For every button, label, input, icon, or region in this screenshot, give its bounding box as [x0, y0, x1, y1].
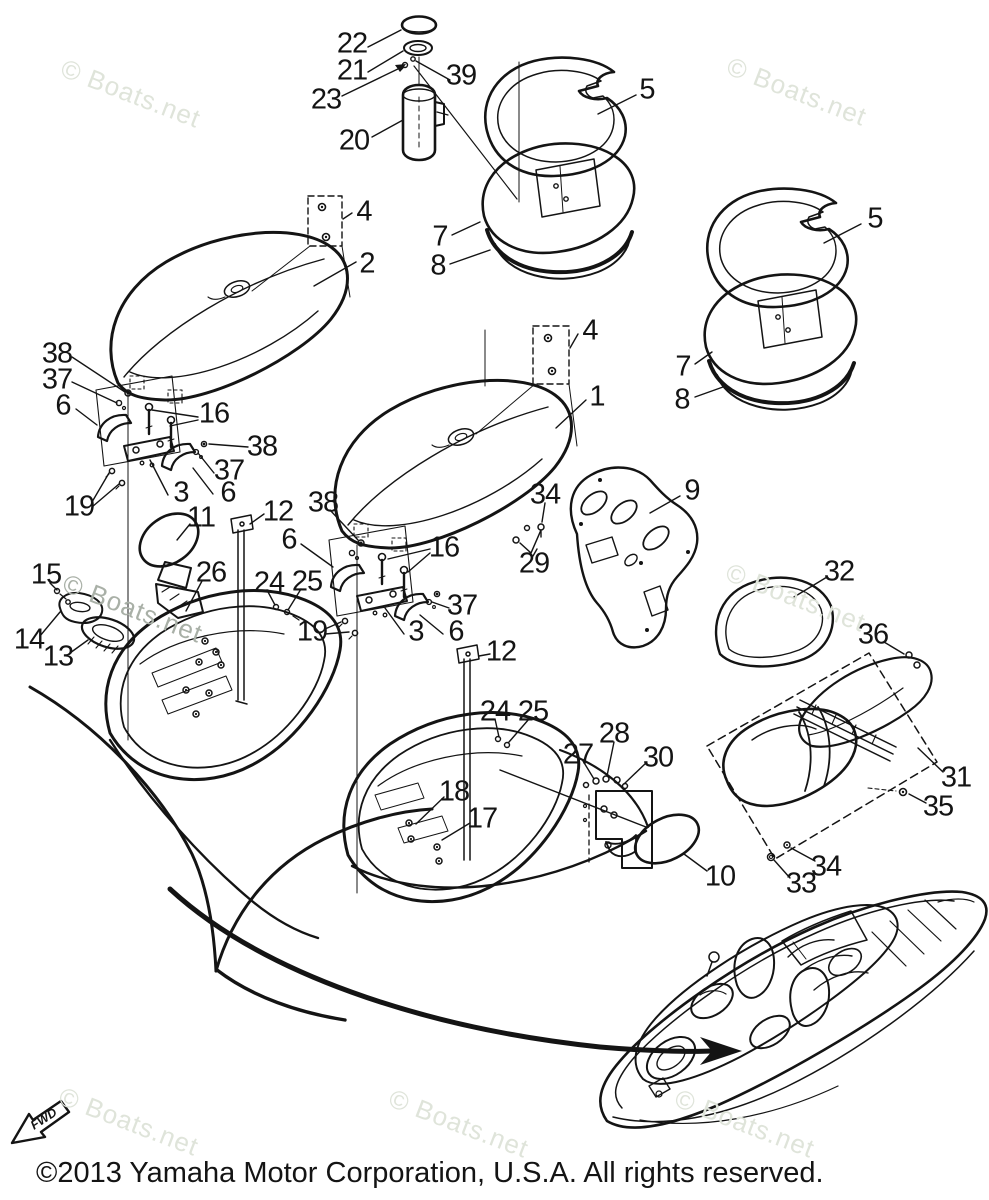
callout-11: 11: [186, 501, 216, 534]
callout-14: 14: [13, 623, 45, 656]
seat-base-right: [342, 711, 629, 904]
hinge-cluster-left: [94, 374, 208, 491]
callout-7: 7: [432, 220, 448, 253]
callout-21: 21: [336, 54, 368, 87]
callout-5: 5: [639, 73, 655, 106]
callout-37: 37: [446, 589, 478, 622]
callout-27: 27: [562, 738, 594, 771]
callout-22: 22: [336, 27, 368, 60]
mirror-bracket-right: [582, 790, 653, 869]
copyright-line: ©2013 Yamaha Motor Corporation, U.S.A. A…: [36, 1157, 824, 1189]
inset-pointer-arrow: [167, 886, 742, 1065]
callout-6: 6: [448, 615, 464, 648]
latch-parts: [53, 587, 136, 654]
callout-6: 6: [55, 389, 71, 422]
seat-base-left: [104, 589, 343, 782]
backrest-assembly-31: [706, 651, 938, 862]
callout-15: 15: [30, 558, 62, 591]
callout-4: 4: [582, 314, 598, 347]
callout-2: 2: [359, 247, 375, 280]
callout-4: 4: [356, 195, 372, 228]
callout-16: 16: [428, 531, 460, 564]
angle-bracket-29: [512, 523, 545, 554]
callout-12: 12: [262, 495, 294, 528]
callout-8: 8: [430, 249, 446, 282]
callout-30: 30: [642, 741, 674, 774]
boat-overview-inset: [599, 890, 988, 1129]
callout-3: 3: [173, 476, 189, 509]
callout-38: 38: [246, 430, 278, 463]
backrest-panel-32: [715, 576, 834, 668]
bracket-plate-9: [569, 466, 699, 649]
callout-25: 25: [517, 695, 549, 728]
callout-37: 37: [41, 363, 73, 396]
callout-39: 39: [445, 59, 477, 92]
callout-25: 25: [291, 565, 323, 598]
fastener-box-4-right: [475, 325, 578, 447]
callout-18: 18: [438, 775, 470, 808]
support-rod-12-left: [230, 514, 254, 705]
seat-cover-1: [333, 378, 573, 553]
fastener-box-4-left: [251, 195, 351, 298]
callout-33: 33: [785, 867, 817, 900]
mirror-10: [604, 813, 701, 865]
callout-24: 24: [479, 695, 511, 728]
filler-neck-assembly: [399, 15, 449, 162]
mirror-11: [138, 512, 204, 619]
callout-10: 10: [704, 860, 736, 893]
callout-16: 16: [198, 397, 230, 430]
storage-bin-right: [702, 186, 859, 412]
callout-19: 19: [296, 615, 328, 648]
callout-29: 29: [518, 547, 550, 580]
callout-37: 37: [213, 454, 245, 487]
callout-8: 8: [674, 383, 690, 416]
callout-19: 19: [63, 490, 95, 523]
callout-6: 6: [220, 476, 236, 509]
callout-12: 12: [485, 635, 517, 668]
callout-24: 24: [253, 566, 285, 599]
seat-cover-2: [109, 230, 350, 405]
callout-38: 38: [307, 486, 339, 519]
leader-lines: [39, 29, 944, 879]
callout-13: 13: [42, 640, 74, 673]
callout-34: 34: [529, 478, 561, 511]
callout-5: 5: [867, 202, 883, 235]
callout-6: 6: [281, 523, 297, 556]
callout-38: 38: [41, 337, 73, 370]
callout-3: 3: [408, 615, 424, 648]
callout-31: 31: [940, 761, 972, 794]
callout-7: 7: [675, 350, 691, 383]
callout-20: 20: [338, 124, 370, 157]
callout-26: 26: [195, 556, 227, 589]
storage-bin-left: [480, 55, 637, 281]
callout-1: 1: [589, 380, 605, 413]
callout-9: 9: [684, 474, 700, 507]
callout-32: 32: [823, 555, 855, 588]
callout-34: 34: [810, 850, 842, 883]
callout-35: 35: [922, 790, 954, 823]
callout-17: 17: [466, 802, 498, 835]
callout-28: 28: [598, 717, 630, 750]
callout-36: 36: [857, 618, 889, 651]
callout-23: 23: [310, 83, 342, 116]
arrowhead-icon: [700, 1037, 742, 1065]
